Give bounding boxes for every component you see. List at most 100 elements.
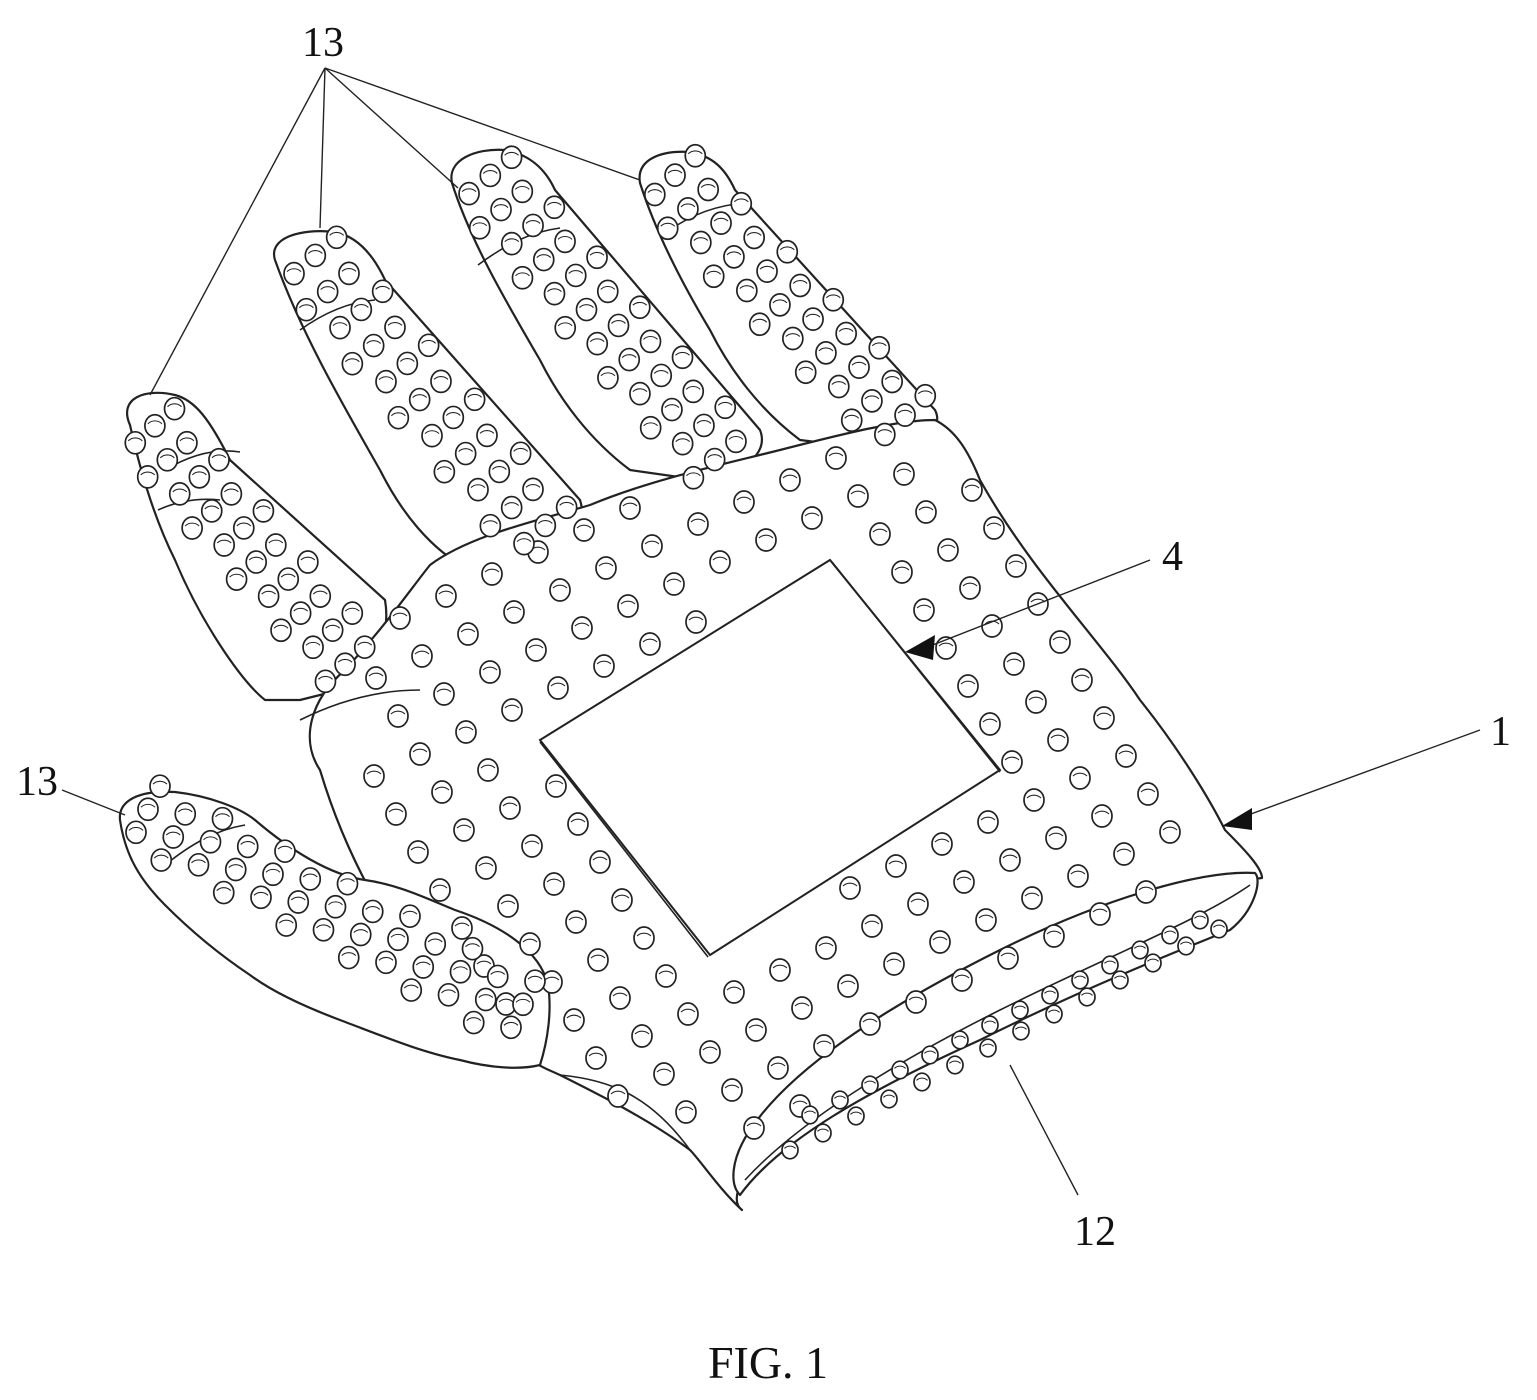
palm-hole (520, 933, 540, 955)
ring-finger-hole (422, 425, 442, 447)
thumb-hole (288, 891, 308, 913)
thumb-hole (163, 826, 183, 848)
cuff-hole (1211, 920, 1227, 938)
label-4: 4 (1162, 534, 1183, 580)
palm-hole (502, 699, 522, 721)
ring-finger-hole (327, 226, 347, 248)
cuff-hole (1042, 986, 1058, 1004)
ring-finger-hole (342, 353, 362, 375)
middle-finger-hole (459, 183, 479, 205)
middle-finger-hole (523, 214, 543, 236)
palm-hole (594, 655, 614, 677)
palm-hole (978, 811, 998, 833)
thumb-hole (200, 831, 220, 853)
ring-finger-hole (468, 479, 488, 501)
middle-finger-hole (555, 317, 575, 339)
index-finger-hole (790, 274, 810, 296)
palm-hole (734, 491, 754, 513)
palm-hole (458, 623, 478, 645)
index-finger-hole (796, 361, 816, 383)
thumb-hole (189, 854, 209, 876)
middle-finger-hole (662, 399, 682, 421)
little-finger-hole (145, 415, 165, 437)
palm-hole (792, 997, 812, 1019)
palm-hole (574, 519, 594, 541)
ring-finger-hole (330, 317, 350, 339)
little-finger-hole (303, 636, 323, 658)
little-finger-hole (125, 432, 145, 454)
ring-finger-hole (523, 478, 543, 500)
palm-hole (980, 713, 1000, 735)
middle-finger-hole (544, 283, 564, 305)
ring-finger-hole (339, 262, 359, 284)
cuff-hole (1192, 911, 1208, 929)
little-finger-hole (355, 636, 375, 658)
middle-finger-hole (726, 430, 746, 452)
palm-hole (642, 535, 662, 557)
palm-hole (960, 577, 980, 599)
palm-hole (906, 991, 926, 1013)
palm-hole (434, 683, 454, 705)
cuff-hole (1013, 1022, 1029, 1040)
index-finger-hole (678, 198, 698, 220)
palm-hole (722, 1079, 742, 1101)
index-finger-hole (816, 342, 836, 364)
palm-hole (814, 1035, 834, 1057)
cuff-hole (982, 1016, 998, 1034)
label-12: 12 (1074, 1209, 1116, 1255)
palm-hole (612, 889, 632, 911)
index-finger-hole (770, 294, 790, 316)
little-finger-hole (246, 551, 266, 573)
index-finger-hole (757, 260, 777, 282)
palm-hole (1002, 751, 1022, 773)
middle-finger-hole (619, 349, 639, 371)
index-finger-hole (875, 424, 895, 446)
palm-hole (568, 813, 588, 835)
palm-hole (932, 833, 952, 855)
palm-hole (608, 1085, 628, 1107)
thumb-hole (525, 970, 545, 992)
index-finger-hole (823, 289, 843, 311)
middle-finger-hole (555, 230, 575, 252)
cuff-hole (1102, 956, 1118, 974)
cuff-hole (914, 1073, 930, 1091)
palm-hole (1138, 783, 1158, 805)
cuff-hole (862, 1076, 878, 1094)
palm-hole (1090, 903, 1110, 925)
palm-hole (840, 877, 860, 899)
middle-finger-hole (630, 296, 650, 318)
thumb-hole (151, 849, 171, 871)
palm-hole (1114, 843, 1134, 865)
cuff-hole (881, 1090, 897, 1108)
ring-finger-hole (511, 442, 531, 464)
ring-finger-hole (514, 533, 534, 555)
palm-hole (1072, 669, 1092, 691)
thumb-hole (388, 928, 408, 950)
thumb-hole (251, 886, 271, 908)
palm-hole (686, 611, 706, 633)
palm-hole (982, 615, 1002, 637)
palm-hole (780, 469, 800, 491)
cuff-hole (922, 1046, 938, 1064)
index-finger-hole (849, 356, 869, 378)
index-finger-hole (744, 226, 764, 248)
thumb-hole (150, 775, 170, 797)
thumb-hole (276, 914, 296, 936)
palm-hole (564, 1009, 584, 1031)
palm-hole (744, 1117, 764, 1139)
index-finger-hole (691, 232, 711, 254)
palm-hole (634, 927, 654, 949)
palm-hole (688, 513, 708, 535)
palm-hole (826, 447, 846, 469)
index-finger-hole (658, 217, 678, 239)
middle-finger-hole (598, 367, 618, 389)
middle-finger-hole (651, 364, 671, 386)
thumb-hole (300, 868, 320, 890)
cuff-hole (802, 1106, 818, 1124)
palm-hole (544, 873, 564, 895)
cuff-hole (848, 1107, 864, 1125)
palm-hole (1006, 555, 1026, 577)
little-finger-hole (271, 619, 291, 641)
palm-hole (610, 987, 630, 1009)
palm-hole (436, 585, 456, 607)
